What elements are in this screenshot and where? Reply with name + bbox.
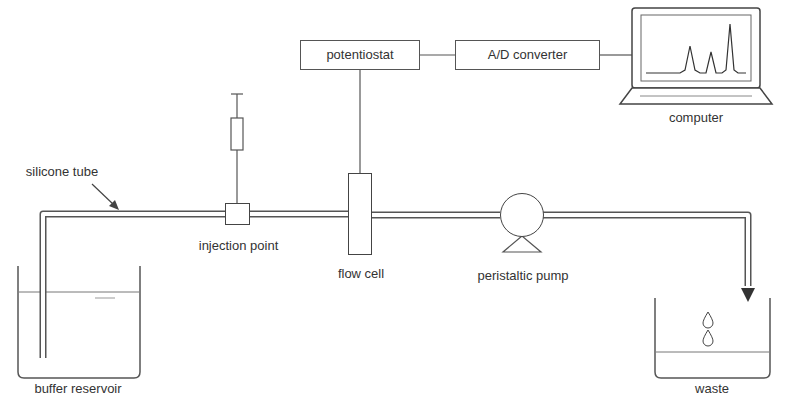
part-label: peristaltic pump [443, 268, 603, 284]
syringe-needle [236, 150, 237, 203]
laptop-keyboard [640, 96, 752, 97]
part-label: injection point [199, 238, 279, 254]
signal-wire [600, 54, 632, 55]
tube-wall [372, 212, 500, 219]
chromatogram-trace [646, 24, 746, 73]
wire-connector [360, 70, 361, 173]
pump-rotor: peristaltic pump [500, 193, 544, 237]
syringe-plunger [236, 94, 237, 118]
injection-port: injection point [225, 203, 250, 225]
waste-level [656, 352, 769, 353]
wire [420, 54, 455, 55]
tube-wall [250, 211, 348, 218]
leader-line [92, 184, 114, 205]
waste-beaker [655, 298, 770, 378]
syringe-barrel [231, 118, 243, 150]
flow-cell: flow cell [348, 173, 372, 255]
waste-tube [543, 215, 748, 286]
wire [359, 70, 360, 173]
box-label: A/D converter [488, 47, 567, 63]
leader-arrowhead [109, 200, 119, 210]
tube-connector [372, 215, 500, 216]
part-label: silicone tube [7, 164, 117, 180]
laptop-lid [632, 8, 760, 88]
flow-arrowhead [741, 288, 755, 302]
laptop-screen [641, 15, 751, 81]
wire-connector [420, 55, 455, 56]
drop [703, 330, 713, 346]
part-label: flow cell [316, 266, 406, 282]
drop [703, 312, 713, 328]
pump-stand [503, 236, 541, 252]
box-label: potentiostat [326, 47, 393, 63]
instrument-box: A/D converter [455, 40, 600, 70]
buffer-level [19, 292, 139, 293]
part-label: waste [672, 381, 752, 397]
part-label: computer [646, 110, 746, 126]
silicone-tube [43, 214, 225, 358]
buffer-beaker [18, 266, 140, 378]
instrument-box: potentiostat [300, 40, 420, 70]
laptop-base [620, 88, 772, 104]
tube-bore [250, 212, 348, 216]
part-label: buffer reservoir [8, 381, 148, 397]
waste-tube-bore [542, 215, 748, 287]
tube-connector [250, 214, 348, 215]
silicone-tube-bore [43, 214, 226, 359]
buffer-level-tick [95, 298, 115, 299]
tube-bore [372, 213, 500, 217]
